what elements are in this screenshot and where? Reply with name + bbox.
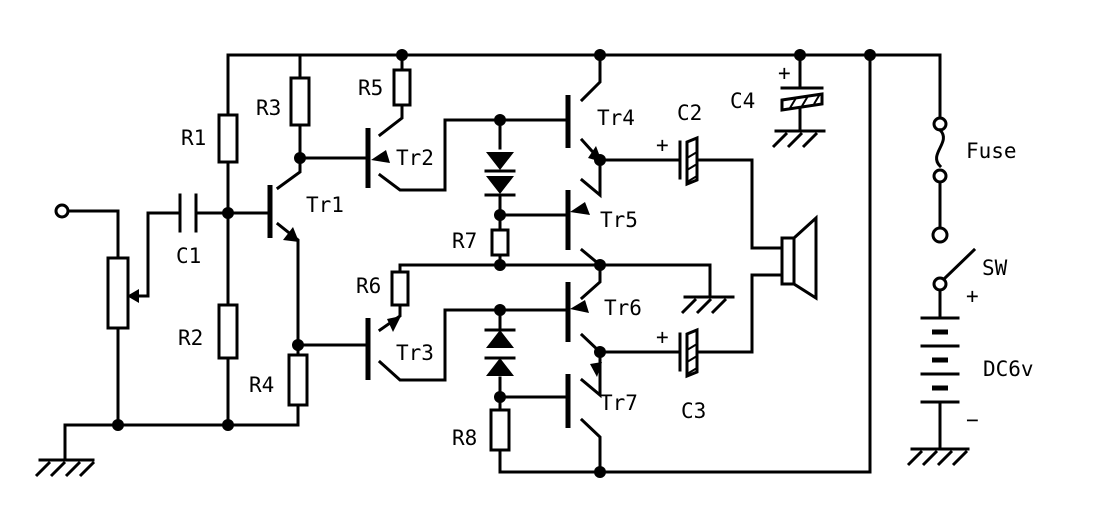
label-tr1: Tr1 — [306, 193, 344, 217]
resistor-r8 — [489, 408, 511, 452]
capacitor-c1 — [178, 193, 198, 233]
power-switch — [931, 226, 977, 292]
transistor-tr4 — [565, 95, 602, 162]
ground-symbol-speaker — [680, 295, 735, 315]
minus-battery: − — [966, 408, 979, 432]
label-fuse: Fuse — [966, 139, 1017, 163]
transistor-tr2 — [365, 128, 390, 188]
input-terminal — [54, 203, 70, 219]
label-r6: R6 — [356, 274, 381, 298]
resistor-r1 — [217, 113, 239, 164]
resistor-r4 — [287, 353, 309, 407]
label-c4: C4 — [730, 89, 755, 113]
label-r1: R1 — [181, 126, 206, 150]
transistor-tr5 — [565, 190, 590, 250]
ground-symbol-battery — [906, 447, 970, 467]
transistor-tr7 — [565, 362, 602, 428]
pot-wiper-arrow — [127, 289, 139, 303]
capacitor-c2 — [678, 135, 699, 187]
label-r7: R7 — [452, 229, 477, 253]
label-c2: C2 — [677, 101, 702, 125]
label-c1: C1 — [176, 244, 201, 268]
label-r4: R4 — [249, 373, 274, 397]
junction-dots — [112, 49, 876, 478]
label-tr5: Tr5 — [600, 208, 638, 232]
battery-icon — [920, 316, 960, 404]
plus-c4: + — [778, 61, 791, 85]
resistor-r3 — [289, 76, 311, 127]
resistor-r6 — [390, 270, 410, 307]
component-labels: R1 R2 R3 R4 R5 R6 R7 R8 C1 C2 C3 C4 Tr1 … — [176, 61, 1034, 450]
label-r5: R5 — [358, 76, 383, 100]
label-tr6: Tr6 — [604, 296, 642, 320]
label-c3: C3 — [681, 399, 706, 423]
transistor-tr3 — [365, 316, 401, 380]
label-r2: R2 — [178, 326, 203, 350]
label-tr7: Tr7 — [600, 391, 638, 415]
resistor-r2 — [217, 303, 239, 360]
transistor-tr1 — [267, 185, 299, 242]
label-tr2: Tr2 — [396, 146, 434, 170]
capacitor-c3 — [678, 327, 699, 379]
label-dc: DC6v — [983, 357, 1034, 381]
plus-c2: + — [656, 133, 669, 157]
transistor-tr6 — [565, 282, 589, 342]
label-r3: R3 — [256, 96, 281, 120]
label-tr4: Tr4 — [597, 106, 635, 130]
label-sw: SW — [982, 256, 1008, 280]
ground-symbol-c4 — [771, 129, 826, 149]
label-r8: R8 — [452, 426, 477, 450]
resistor-r5 — [392, 68, 412, 107]
capacitor-c4 — [780, 86, 824, 112]
diode-upper-pair — [484, 152, 516, 197]
label-tr3: Tr3 — [396, 341, 434, 365]
plus-c3: + — [656, 325, 669, 349]
plus-battery: + — [966, 284, 979, 308]
resistor-r7 — [490, 228, 510, 257]
diode-lower-pair — [484, 328, 516, 376]
fuse-icon — [932, 116, 948, 184]
ground-symbol-input — [34, 423, 96, 478]
volume-potentiometer — [106, 256, 130, 330]
speaker-icon — [780, 214, 818, 301]
